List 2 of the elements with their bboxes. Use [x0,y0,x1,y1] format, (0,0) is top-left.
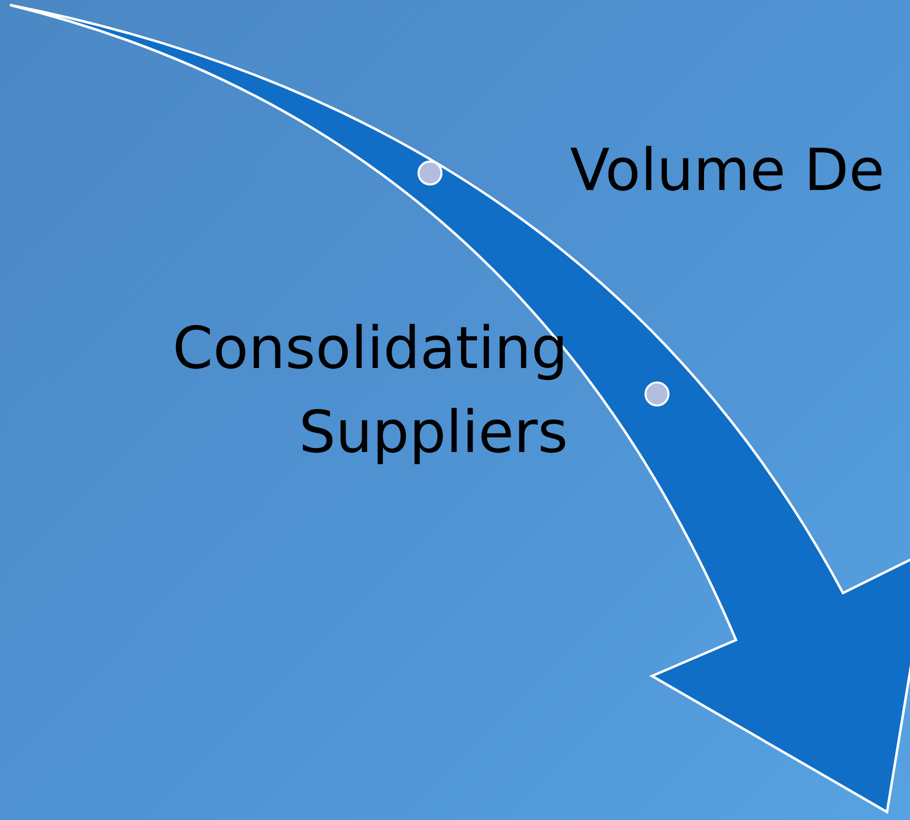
step-label: Consolidating Suppliers [172,313,568,468]
step-label: Volume De [570,135,886,206]
